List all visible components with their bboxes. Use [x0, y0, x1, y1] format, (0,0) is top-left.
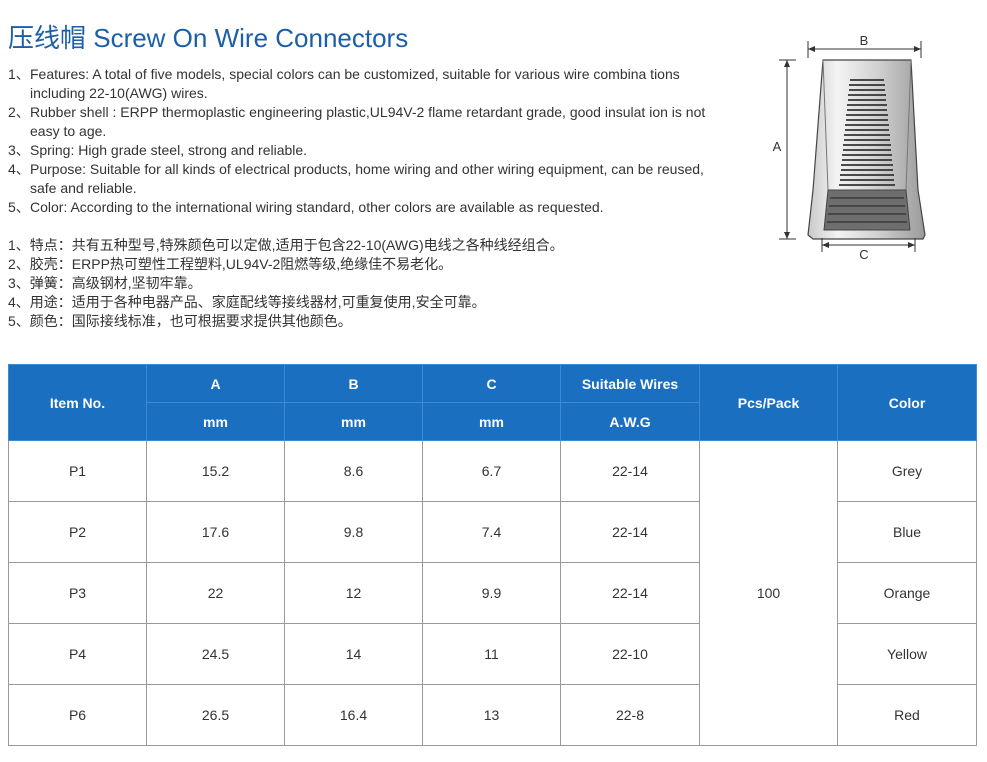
specs-table: Item No. A B C Suitable Wires Pcs/Pack C… — [8, 364, 977, 746]
feature-en-2: 2、Rubber shell : ERPP thermoplastic engi… — [8, 103, 728, 141]
cell-c: 11 — [422, 623, 561, 685]
cell-a: 17.6 — [146, 501, 285, 563]
feature-en-4: 4、Purpose: Suitable for all kinds of ele… — [8, 160, 728, 198]
header-b: B — [284, 364, 423, 403]
table-row: P4 24.5 14 11 22-10 Yellow — [8, 623, 977, 685]
feature-number: 4、 — [8, 161, 30, 177]
feature-text: Purpose: Suitable for all kinds of elect… — [30, 161, 704, 196]
cell-item: P6 — [8, 684, 147, 746]
table-header-row: Item No. A B C Suitable Wires Pcs/Pack C… — [8, 364, 977, 441]
feature-text: Features: A total of five models, specia… — [30, 66, 680, 101]
cell-c: 7.4 — [422, 501, 561, 563]
feature-en-3: 3、Spring: High grade steel, strong and r… — [8, 141, 728, 160]
feature-number: 5、 — [8, 199, 30, 215]
cell-wires: 22-14 — [560, 562, 700, 624]
feature-text: Color: According to the international wi… — [30, 199, 604, 215]
features-english: 1、Features: A total of five models, spec… — [8, 65, 728, 217]
cell-b: 16.4 — [284, 684, 423, 746]
header-b-unit: mm — [284, 402, 423, 441]
table-row: P3 22 12 9.9 22-14 Orange — [8, 562, 977, 624]
feature-cn-5: 5、颜色：国际接线标准，也可根据要求提供其他颜色。 — [8, 313, 352, 329]
feature-en-5: 5、Color: According to the international … — [8, 198, 728, 217]
feature-text: Rubber shell : ERPP thermoplastic engine… — [30, 104, 706, 139]
feature-en-1: 1、Features: A total of five models, spec… — [8, 65, 728, 103]
table-row: P2 17.6 9.8 7.4 22-14 Blue — [8, 501, 977, 563]
features-chinese: 1、特点：共有五种型号,特殊颜色可以定做,适用于包含22-10(AWG)电线之各… — [8, 236, 728, 331]
cell-b: 9.8 — [284, 501, 423, 563]
header-item-no: Item No. — [8, 364, 147, 441]
cell-item: P4 — [8, 623, 147, 685]
cell-color: Grey — [837, 440, 977, 502]
page-title: 压线帽 Screw On Wire Connectors — [8, 23, 409, 53]
header-pcs-pack: Pcs/Pack — [699, 364, 838, 441]
cell-item: P2 — [8, 501, 147, 563]
connector-ribs — [839, 79, 895, 186]
feature-cn-2: 2、胶壳：ERPP热可塑性工程塑料,UL94V-2阻燃等级,绝缘佳不易老化。 — [8, 256, 453, 272]
dimension-b-label: B — [860, 33, 869, 48]
header-color: Color — [837, 364, 977, 441]
feature-text: Spring: High grade steel, strong and rel… — [30, 142, 308, 158]
feature-cn-3: 3、弹簧：高级钢材,坚韧牢靠。 — [8, 275, 202, 291]
cell-a: 26.5 — [146, 684, 285, 746]
cell-wires: 22-14 — [560, 501, 700, 563]
cell-item: P3 — [8, 562, 147, 624]
cell-b: 12 — [284, 562, 423, 624]
cell-color: Orange — [837, 562, 977, 624]
cell-wires: 22-8 — [560, 684, 700, 746]
cell-b: 14 — [284, 623, 423, 685]
header-suitable-wires: Suitable Wires — [560, 364, 700, 403]
cell-c: 13 — [422, 684, 561, 746]
cell-pcs-pack: 100 — [699, 440, 838, 746]
cell-color: Yellow — [837, 623, 977, 685]
cell-color: Red — [837, 684, 977, 746]
feature-cn-4: 4、用途：适用于各种电器产品、家庭配线等接线器材,可重复使用,安全可靠。 — [8, 294, 486, 310]
cell-a: 24.5 — [146, 623, 285, 685]
cell-wires: 22-14 — [560, 440, 700, 502]
dimension-a-label: A — [773, 139, 782, 154]
cell-color: Blue — [837, 501, 977, 563]
connector-dimension-diagram: B A — [773, 33, 926, 262]
cell-a: 22 — [146, 562, 285, 624]
feature-number: 2、 — [8, 104, 30, 120]
table-row: P1 15.2 8.6 6.7 22-14 100 Grey — [8, 440, 977, 746]
header-a: A — [146, 364, 285, 403]
cell-c: 9.9 — [422, 562, 561, 624]
header-wires-unit: A.W.G — [560, 402, 700, 441]
cell-a: 15.2 — [146, 440, 285, 502]
header-a-unit: mm — [146, 402, 285, 441]
table-row: P6 26.5 16.4 13 22-8 Red — [8, 684, 977, 746]
cell-item: P1 — [8, 440, 147, 502]
feature-number: 3、 — [8, 142, 30, 158]
header-c: C — [422, 364, 561, 403]
cell-c: 6.7 — [422, 440, 561, 502]
feature-number: 1、 — [8, 66, 30, 82]
feature-cn-1: 1、特点：共有五种型号,特殊颜色可以定做,适用于包含22-10(AWG)电线之各… — [8, 237, 564, 253]
header-c-unit: mm — [422, 402, 561, 441]
cell-b: 8.6 — [284, 440, 423, 502]
dimension-c-label: C — [859, 247, 868, 262]
cell-wires: 22-10 — [560, 623, 700, 685]
table-subheader-row: mm mm mm A.W.G — [9, 402, 977, 441]
